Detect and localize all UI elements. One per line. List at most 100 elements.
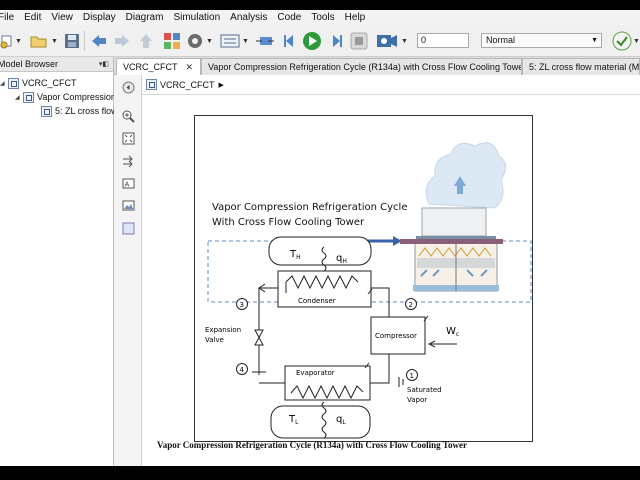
ql-label: qL (336, 414, 346, 426)
advisor-dropdown[interactable]: ▼ (633, 37, 640, 45)
hot-water-pipe (400, 239, 503, 244)
model-icon (8, 77, 19, 89)
open-folder-icon[interactable] (30, 32, 48, 50)
tab-label: VCRC_CFCT (123, 62, 178, 72)
menu-file[interactable]: File (0, 12, 15, 23)
menu-analysis[interactable]: Analysis (230, 12, 268, 23)
model-browser-header: Model Browser ▾◧ (0, 57, 113, 72)
breadcrumb-item[interactable]: VCRC_CFCT (160, 79, 215, 90)
saturated-label-1: Saturated (407, 386, 442, 394)
editor-tabstrip: VCRC_CFCT ✕ Vapor Compression Refrigerati… (114, 57, 640, 76)
window-top-edge (0, 0, 640, 10)
tree-item-leaf[interactable]: 5: ZL cross flow (41, 104, 118, 118)
menu-tools[interactable]: Tools (311, 12, 335, 23)
simulation-mode-select[interactable]: Normal ▼ (481, 33, 602, 48)
record-icon[interactable] (376, 32, 398, 50)
area-icon[interactable] (122, 222, 135, 235)
tl-label: TL (288, 414, 299, 426)
tree-item-subsystem[interactable]: ◢ Vapor Compression (15, 90, 116, 104)
expansion-label-2: Valve (205, 336, 224, 344)
model-canvas[interactable]: VCRC_CFCT ▶ (142, 75, 640, 466)
saturated-label-2: Vapor (407, 396, 427, 404)
explorer-dropdown[interactable]: ▼ (242, 37, 249, 45)
stop-icon[interactable] (350, 32, 368, 50)
state-1-label: 1 (410, 372, 414, 380)
condenser-label: Condenser (298, 297, 336, 305)
fit-to-view-icon[interactable] (122, 132, 135, 145)
tab-zl-cross-flow[interactable]: 5: ZL cross flow material (Meta (522, 58, 640, 75)
hide-browser-icon[interactable] (122, 81, 135, 94)
tab-label: 5: ZL cross flow material (Meta (529, 62, 640, 72)
back-icon[interactable] (91, 32, 107, 50)
figure-title-line-1: Vapor Compression Refrigeration Cycle (212, 202, 408, 213)
cycle-diagram: 3 2 4 1 TH qH Condenser Compressor Wc Ex… (205, 142, 532, 439)
model-browser-title: Model Browser (0, 59, 59, 69)
expand-icon[interactable]: ◢ (15, 94, 20, 101)
forward-icon[interactable] (114, 32, 130, 50)
menu-view[interactable]: View (51, 12, 73, 23)
settings-dropdown[interactable]: ▼ (206, 37, 213, 45)
updraft-arrow-icon (454, 176, 466, 194)
toolbar-separator (84, 31, 85, 51)
model-settings-gear-icon[interactable] (186, 32, 204, 50)
cooling-tower (413, 142, 506, 292)
subsystem-icon (41, 105, 52, 117)
up-level-icon[interactable] (139, 32, 153, 50)
figure-title-line-2: With Cross Flow Cooling Tower (212, 217, 365, 228)
expand-icon[interactable]: ◢ (0, 80, 5, 87)
tree-item-label: VCRC_CFCT (22, 78, 77, 88)
menu-code[interactable]: Code (277, 12, 302, 23)
svg-text:A: A (125, 181, 130, 189)
chevron-down-icon: ▼ (591, 37, 598, 44)
save-icon[interactable] (64, 32, 80, 50)
compressor-label: Compressor (375, 332, 417, 340)
tab-vcrc-cfct[interactable]: VCRC_CFCT ✕ (116, 58, 201, 76)
step-forward-icon[interactable] (327, 32, 345, 50)
arrow-head-icon (393, 236, 402, 246)
menu-edit[interactable]: Edit (24, 12, 42, 23)
expansion-label-1: Expansion (205, 326, 241, 334)
menu-simulation[interactable]: Simulation (173, 12, 221, 23)
th-label: TH (289, 249, 301, 261)
state-2-label: 2 (409, 301, 413, 309)
breadcrumb: VCRC_CFCT ▶ (142, 75, 640, 95)
tree-item-label: 5: ZL cross flow (55, 106, 118, 116)
close-icon[interactable]: ✕ (185, 62, 194, 72)
tree-item-label: Vapor Compression (37, 92, 116, 102)
model-explorer-icon[interactable] (220, 32, 240, 50)
menu-bar: File Edit View Display Diagram Simulatio… (0, 10, 640, 25)
open-dropdown[interactable]: ▼ (51, 37, 58, 45)
arrow-direction-icon[interactable] (122, 155, 135, 168)
library-browser-icon[interactable] (163, 32, 181, 50)
run-icon[interactable] (302, 32, 322, 50)
evaporator-label: Evaporator (296, 369, 335, 377)
window-bottom-edge (0, 466, 640, 480)
model-browser: Model Browser ▾◧ ◢ VCRC_CFCT ◢ Vapor Com… (0, 57, 118, 466)
simulation-mode-value: Normal (486, 35, 516, 45)
step-back-icon[interactable] (281, 32, 299, 50)
breadcrumb-arrow-icon[interactable]: ▶ (218, 81, 224, 89)
qh-label: qH (336, 253, 347, 265)
tree-item-root[interactable]: ◢ VCRC_CFCT (0, 76, 77, 90)
figure-title: Vapor Compression Refrigeration Cycle Wi… (212, 200, 407, 230)
figure-caption: Vapor Compression Refrigeration Cycle (R… (157, 440, 467, 450)
menu-diagram[interactable]: Diagram (125, 12, 164, 23)
record-dropdown[interactable]: ▼ (401, 37, 408, 45)
model-advisor-check-icon[interactable] (612, 31, 632, 51)
image-icon[interactable] (122, 199, 135, 212)
new-model-dropdown[interactable]: ▼ (15, 37, 22, 45)
annotation-icon[interactable]: A (122, 177, 135, 190)
zoom-icon[interactable] (122, 110, 135, 123)
subsystem-icon (23, 91, 34, 103)
tab-refrigeration-cycle[interactable]: Vapor Compression Refrigeration Cycle (R… (201, 58, 522, 75)
wc-label: Wc (446, 326, 459, 338)
panel-menu-icon[interactable]: ▾◧ (98, 61, 109, 68)
step-input-icon[interactable] (255, 32, 275, 50)
block-palette: A (114, 75, 142, 466)
cycle-diagram-image[interactable]: 3 2 4 1 TH qH Condenser Compressor Wc Ex… (194, 115, 533, 442)
stop-time-input[interactable]: 0 (417, 33, 469, 48)
new-model-icon[interactable] (0, 32, 14, 50)
menu-display[interactable]: Display (82, 12, 116, 23)
model-icon (146, 79, 157, 90)
menu-help[interactable]: Help (344, 12, 366, 23)
